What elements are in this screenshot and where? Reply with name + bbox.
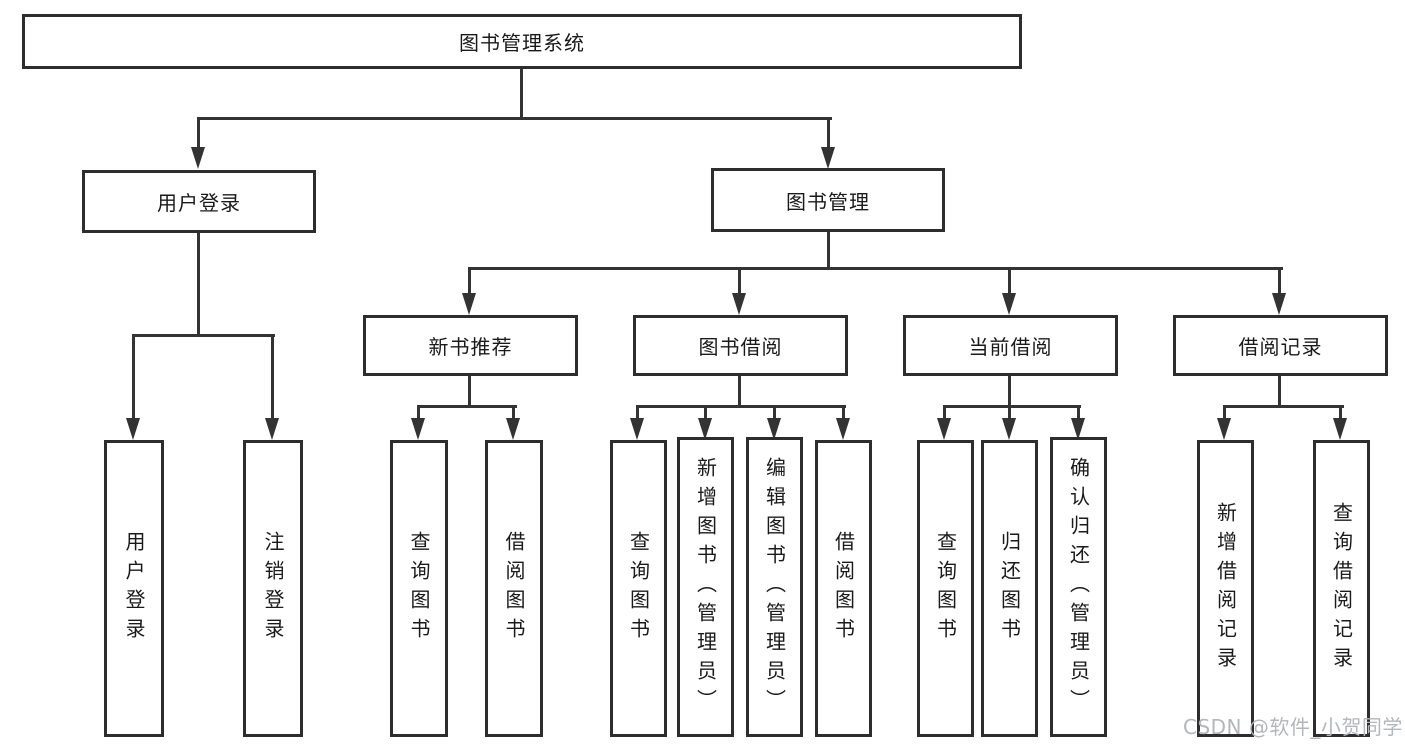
connector-drop-new-book	[468, 267, 471, 296]
leaf-label: 查询图书	[626, 530, 651, 647]
connector-stem-borrow-records	[1278, 376, 1281, 408]
leaf-query-books-recommend: 查询图书	[390, 440, 448, 737]
connector-root-stem	[520, 69, 523, 119]
connector-drop-leaf	[1339, 405, 1342, 421]
connector-drop-leaf	[704, 405, 707, 421]
leaf-label: 查询图书	[933, 530, 958, 647]
connector-drop-leaf	[271, 334, 274, 420]
leaf-logout: 注销登录	[243, 440, 303, 737]
node-label: 当前借阅	[968, 335, 1053, 359]
leaf-add-books-admin: 新增图书（管理员）	[677, 437, 734, 737]
connector-drop-leaf	[943, 405, 946, 421]
connector-drop-leaf	[1077, 405, 1080, 421]
arrowhead-down-icon	[1002, 293, 1016, 315]
arrowhead-down-icon	[821, 147, 835, 169]
connector-drop-leaf	[636, 405, 639, 421]
node-label: 图书管理系统	[459, 31, 585, 55]
leaf-label: 借阅图书	[502, 530, 526, 647]
connector-current-borrow-bar	[943, 405, 1081, 408]
connector-stem-current-borrow	[1008, 376, 1011, 408]
arrowhead-down-icon	[1071, 418, 1085, 440]
arrowhead-down-icon	[1272, 293, 1286, 315]
connector-drop-book-borrow	[738, 267, 741, 296]
leaf-label: 用户登录	[122, 530, 146, 647]
arrowhead-down-icon	[1217, 418, 1231, 440]
leaf-query-borrow-record: 查询借阅记录	[1313, 440, 1370, 737]
arrowhead-down-icon	[836, 418, 850, 440]
node-label: 图书借阅	[698, 335, 783, 359]
arrowhead-down-icon	[1333, 418, 1347, 440]
arrowhead-down-icon	[937, 418, 951, 440]
node-user-login: 用户登录	[82, 170, 316, 233]
leaf-label: 查询图书	[407, 530, 431, 647]
leaf-return-books: 归还图书	[981, 440, 1038, 737]
node-new-book-recommend: 新书推荐	[363, 315, 578, 376]
node-borrow-records: 借阅记录	[1173, 315, 1388, 376]
node-label: 新书推荐	[428, 335, 513, 359]
connector-borrow-records-bar	[1223, 405, 1344, 408]
arrowhead-down-icon	[732, 293, 746, 315]
connector-drop-book-management	[827, 117, 830, 150]
leaf-label: 注销登录	[261, 530, 285, 647]
arrowhead-down-icon	[265, 418, 279, 440]
node-current-borrow: 当前借阅	[903, 315, 1118, 376]
leaf-borrow-books: 借阅图书	[815, 440, 872, 737]
leaf-query-books-current: 查询图书	[917, 440, 974, 737]
arrowhead-down-icon	[767, 418, 781, 440]
node-book-management: 图书管理	[711, 168, 945, 232]
connector-drop-leaf	[417, 405, 420, 421]
leaf-label: 查询借阅记录	[1329, 501, 1354, 676]
arrowhead-down-icon	[506, 418, 520, 440]
node-book-borrow: 图书借阅	[633, 315, 848, 376]
node-label: 借阅记录	[1238, 335, 1323, 359]
connector-book-management-stem	[827, 232, 830, 270]
leaf-query-books-borrow: 查询图书	[610, 440, 667, 737]
leaf-label: 新增借阅记录	[1213, 501, 1238, 676]
node-label: 用户登录	[157, 191, 241, 215]
leaf-add-borrow-record: 新增借阅记录	[1197, 440, 1254, 737]
connector-user-login-bar	[132, 334, 275, 337]
connector-drop-leaf	[132, 334, 135, 420]
connector-new-book-bar	[417, 405, 517, 408]
leaf-label: 确认归还（管理员）	[1066, 456, 1091, 718]
arrowhead-down-icon	[191, 147, 205, 169]
connector-user-login-stem	[197, 233, 200, 337]
arrowhead-down-icon	[698, 418, 712, 440]
leaf-edit-books-admin: 编辑图书（管理员）	[746, 437, 803, 737]
connector-drop-current-borrow	[1008, 267, 1011, 296]
connector-drop-leaf	[842, 405, 845, 421]
arrowhead-down-icon	[630, 418, 644, 440]
node-library-management-system: 图书管理系统	[22, 14, 1022, 69]
leaf-borrow-books-recommend: 借阅图书	[485, 440, 543, 737]
arrowhead-down-icon	[126, 418, 140, 440]
connector-stem-new-book	[468, 376, 471, 408]
connector-drop-borrow-records	[1278, 267, 1281, 296]
connector-drop-user-login	[197, 117, 200, 150]
leaf-label: 归还图书	[997, 530, 1022, 647]
connector-drop-leaf	[773, 405, 776, 421]
arrowhead-down-icon	[1002, 418, 1016, 440]
leaf-label: 新增图书（管理员）	[693, 456, 718, 718]
arrowhead-down-icon	[411, 418, 425, 440]
leaf-label: 借阅图书	[831, 530, 856, 647]
node-label: 图书管理	[786, 189, 870, 214]
leaf-label: 编辑图书（管理员）	[762, 456, 787, 718]
connector-drop-leaf	[1008, 405, 1011, 421]
leaf-user-login: 用户登录	[104, 440, 164, 737]
connector-stem-book-borrow	[738, 376, 741, 408]
connector-level2-bar	[197, 117, 832, 120]
leaf-confirm-return-admin: 确认归还（管理员）	[1050, 437, 1107, 737]
connector-book-borrow-bar	[636, 405, 846, 408]
arrowhead-down-icon	[462, 293, 476, 315]
connector-level3-bar	[468, 267, 1283, 270]
csdn-watermark: CSDN @软件_小贺同学	[1183, 715, 1403, 739]
connector-drop-leaf	[1223, 405, 1226, 421]
connector-drop-leaf	[512, 405, 515, 421]
